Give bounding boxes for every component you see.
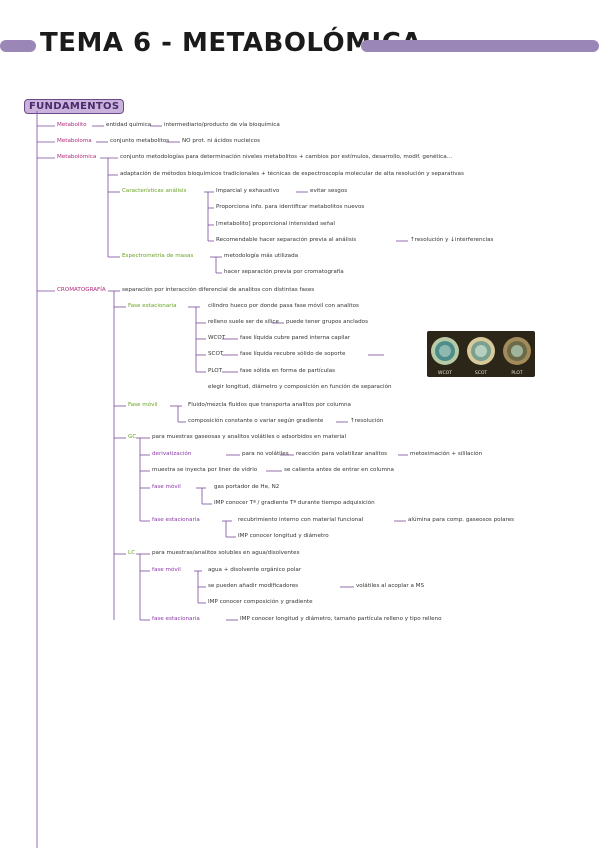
gc-fe-1: recubrimiento interno con material funci… <box>238 517 364 523</box>
column-types-image: WCOT SCOT PLOT <box>427 331 535 377</box>
node-metaboloma: Metaboloma <box>57 138 92 144</box>
lc-fase-estacionaria: fase estacionaria <box>152 616 200 622</box>
page-title: TEMA 6 - METABOLÓMICA <box>40 28 422 58</box>
metabolomica-def2: adaptación de métodos bioquímicos tradic… <box>120 171 464 177</box>
node-fase-estacionaria: Fase estacionaria <box>128 303 177 309</box>
fm-2b: ↑resolución <box>350 418 384 424</box>
car-4b: ↑resolución y ↓interferencias <box>410 237 494 243</box>
fm-2: composición constante o variar según gra… <box>188 418 324 424</box>
gc-inyeccion: muestra se inyecta por liner de vidrio <box>152 467 258 473</box>
metaboloma-def: conjunto metabolitos <box>110 138 170 144</box>
lc-def: para muestras/analitos solubles en agua/… <box>152 550 300 556</box>
gc-derivatizacion: derivatización <box>152 451 192 457</box>
gc-fm-1: gas portador de He, N2 <box>214 484 280 490</box>
gc-deriv-d: para no volátiles <box>242 451 289 457</box>
lc-fe-1: IMP conocer longitud y diámetro, tamaño … <box>240 616 442 622</box>
column-cross-sections: WCOT SCOT PLOT <box>431 337 531 376</box>
gc-fe-1b: alúmina para comp. gaseosos polares <box>408 517 515 523</box>
fe-elegir: elegir longitud, diámetro y composición … <box>208 384 392 390</box>
gc-fase-estacionaria: fase estacionaria <box>152 517 200 523</box>
img-label-plot: PLOT <box>511 370 523 376</box>
car-3: [metabolito] proporcional intensidad señ… <box>216 221 335 227</box>
lc-fase-movil: fase móvil <box>152 567 181 573</box>
gc-inyeccion-d: se calienta antes de entrar en columna <box>284 467 394 473</box>
fe-1: cilindro hueco por donde pasa fase móvil… <box>208 303 359 309</box>
node-metabolito: Metabolito <box>57 122 87 128</box>
section-heading: FUNDAMENTOS <box>24 99 125 114</box>
lc-fm-2b: volátiles al acoplar a MS <box>356 583 425 589</box>
fe-2: relleno suele ser de sílice <box>208 319 279 325</box>
metabolomica-def: conjunto metodologías para determinación… <box>120 154 452 160</box>
header-bar-right <box>361 40 599 52</box>
gc-fm-2: IMP conocer Tª / gradiente Tª durante ti… <box>214 500 375 506</box>
fe-scot-desc: fase líquida recubre sólido de soporte <box>240 351 346 357</box>
lc-fm-1: agua + disolvente orgánico polar <box>208 567 302 573</box>
lc-fm-2: se pueden añadir modificadores <box>208 583 299 589</box>
node-cromatografia: CROMATOGRAFÍA <box>57 287 106 293</box>
lc-fm-3: IMP conocer composición y gradiente <box>208 599 313 605</box>
node-espectrometria: Espectrometría de masas <box>122 253 194 259</box>
gc-fase-movil: fase móvil <box>152 484 181 490</box>
car-2: Proporciona info. para identificar metab… <box>216 204 365 210</box>
esp-1: metodología más utilizada <box>224 253 299 259</box>
node-metabolomica: Metabolómica <box>57 154 97 160</box>
crom-def: separación por interacción diferencial d… <box>122 287 315 293</box>
fe-plot: PLOT <box>208 368 223 374</box>
metabolito-def2: intermediario/producto de vía bioquímica <box>164 122 280 128</box>
fe-wcot-desc: fase líquida cubre pared interna capilar <box>240 335 351 341</box>
gc-def: para muestras gaseosas y analitos voláti… <box>152 434 346 440</box>
node-lc: LC <box>128 550 136 556</box>
img-label-wcot: WCOT <box>438 370 452 376</box>
gc-deriv-d2: reacción para volatilizar analitos <box>296 451 388 457</box>
fe-2b: puede tener grupos anclados <box>286 319 368 325</box>
car-4: Recomendable hacer separación previa al … <box>216 237 357 243</box>
fm-1: Fluido/mezcla fluidos que transporta ana… <box>188 402 351 408</box>
node-caracteristicas: Características análisis <box>122 188 187 194</box>
car-1b: evitar sesgos <box>310 188 348 194</box>
fe-plot-desc: fase sólida en forma de partículas <box>240 368 336 374</box>
fe-scot: SCOT <box>208 351 224 357</box>
node-gc: GC <box>128 434 137 440</box>
gc-deriv-d3: metoximación + sililación <box>410 451 483 457</box>
metaboloma-def2: NO prot. ni ácidos nucleicos <box>182 138 260 144</box>
fe-wcot: WCOT <box>208 335 226 341</box>
metabolito-def: entidad química <box>106 122 152 128</box>
header-bar-left <box>0 40 36 52</box>
car-1: Imparcial y exhaustivo <box>216 188 280 194</box>
img-label-scot: SCOT <box>475 370 488 376</box>
node-fase-movil: Fase móvil <box>128 402 158 408</box>
esp-2: hacer separación previa por cromatografí… <box>224 269 344 275</box>
gc-fe-2: IMP conocer longitud y diámetro <box>238 533 329 539</box>
